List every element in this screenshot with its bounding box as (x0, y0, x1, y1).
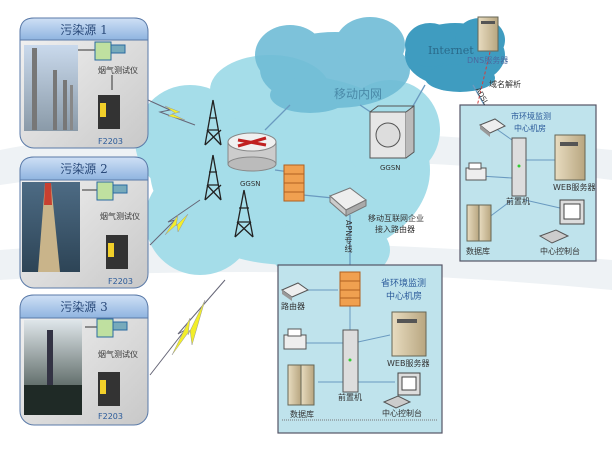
source-3-device-label: F2203 (98, 412, 123, 421)
instrument-and-dtu-icons (78, 41, 128, 406)
firewall-icon (283, 164, 305, 202)
province-web-server-icon (391, 311, 427, 357)
ggsn-router-icon (227, 132, 277, 172)
province-firewall-icon (339, 271, 361, 307)
city-console-icon (538, 199, 585, 244)
province-center-title-2: 中心机房 (386, 292, 423, 302)
province-database-label: 数据库 (290, 410, 314, 419)
apn-router-icon (329, 187, 367, 218)
city-frontend-label: 前置机 (506, 197, 530, 206)
internet-label: Internet (428, 44, 474, 57)
ggsn-server-label: GGSN (380, 164, 401, 172)
province-router-label: 路由器 (281, 302, 305, 311)
mobile-intranet-cloud (255, 17, 410, 113)
dns-server-icon (477, 16, 499, 52)
dns-resolve-label: 域名解析 (489, 80, 521, 89)
province-frontend-label: 前置机 (338, 393, 362, 402)
city-center-title-1: 市环境监测 (511, 112, 551, 121)
source-2-instrument-label: 烟气测试仪 (100, 212, 140, 221)
city-database-icon (466, 204, 492, 242)
province-database-icon (287, 364, 315, 406)
province-printer-icon (283, 328, 307, 350)
city-web-server-icon (554, 134, 586, 181)
apn-line-label: APN专线 (344, 220, 353, 253)
cell-towers (204, 99, 254, 238)
city-console-label: 中心控制台 (540, 247, 580, 256)
wireless-links (147, 99, 226, 376)
ggsn-server-icon (369, 105, 415, 159)
province-center-title-1: 省环境监测 (381, 279, 427, 289)
province-console-icon (382, 372, 421, 409)
source-1-instrument-label: 烟气测试仪 (98, 66, 138, 75)
city-frontend-icon (511, 137, 527, 197)
source-3-instrument-label: 烟气测试仪 (98, 350, 138, 359)
city-center-title-2: 中心机房 (514, 124, 546, 133)
source-1-title: 污染源 1 (60, 23, 108, 37)
mobile-intranet-label: 移动内网 (334, 87, 383, 101)
apn-router-label-2: 接入路由器 (375, 225, 415, 234)
source-2-title: 污染源 2 (60, 162, 108, 176)
city-web-server-label: WEB服务器 (553, 183, 596, 192)
source-1-device-label: F2203 (98, 137, 123, 146)
province-web-server-label: WEB服务器 (387, 359, 430, 368)
city-database-label: 数据库 (466, 247, 490, 256)
province-router-icon (280, 282, 310, 301)
source-boxes (19, 17, 149, 426)
dns-server-label: DNS服务器 (467, 56, 509, 65)
apn-router-label-1: 移动互联网企业 (368, 214, 424, 223)
province-console-label: 中心控制台 (382, 409, 422, 418)
city-printer-icon (465, 162, 487, 181)
city-modem-icon (479, 118, 506, 137)
source-2-device-label: F2203 (108, 277, 133, 286)
province-frontend-icon (342, 329, 359, 393)
ggsn-router-label: GGSN (240, 180, 261, 188)
source-3-title: 污染源 3 (60, 300, 108, 314)
